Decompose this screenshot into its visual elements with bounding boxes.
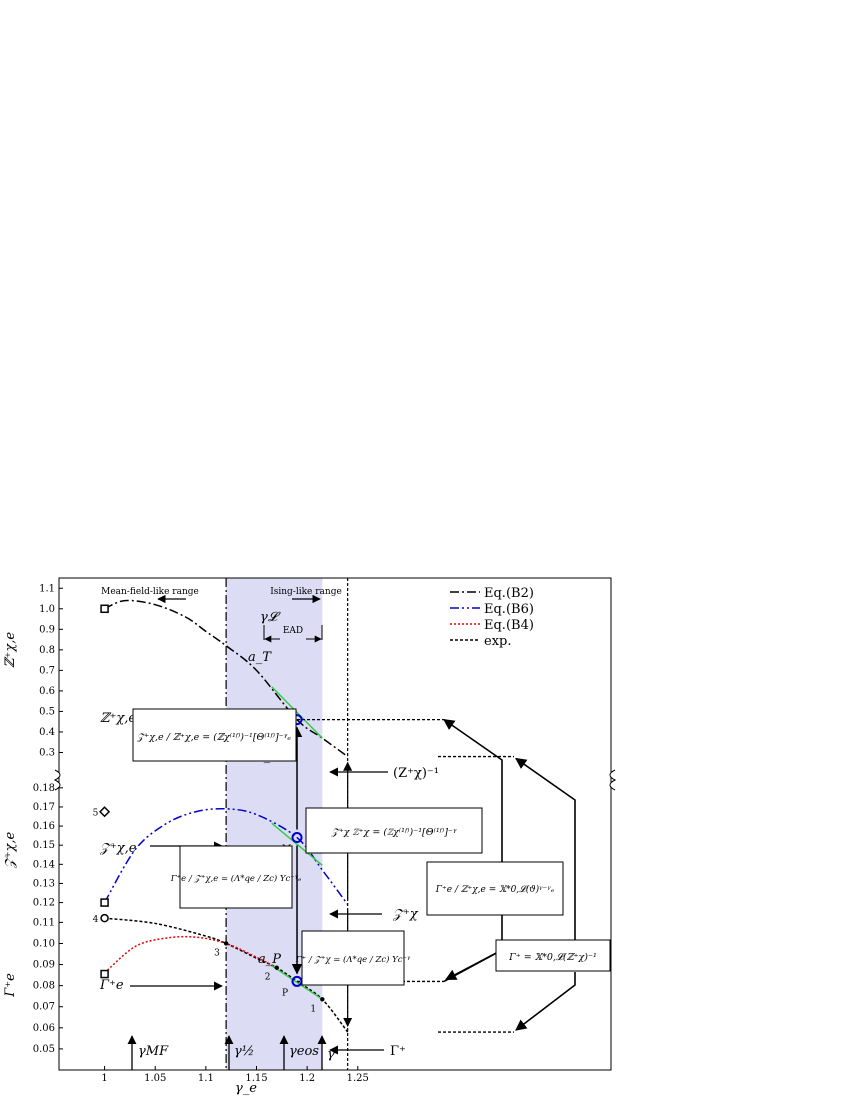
ytick-label-mid-0.12: 0.12 [33,898,55,909]
y-axis-label-top: ℤ⁺χ,e [3,632,18,668]
series-bot-3 [104,935,278,974]
legend-label-2: Eq.(B4) [484,618,534,633]
ratio-arrow-Gamma [515,972,576,1031]
marker-bot-square-3 [100,969,109,979]
ytick-label-top-0.4: 0.4 [39,727,55,738]
label-gamma: γ [327,1047,335,1062]
marker-bot-dot-10-label: 1 [310,1004,316,1014]
marker-bot-dot-10 [320,997,325,1002]
x-axis-label: γ_e [235,1081,257,1096]
label-Zinv: (Z⁺χ)⁻¹ [393,766,439,781]
ytick-label-mid-0.15: 0.15 [33,840,55,851]
svg-text:Γ⁺ = 𝕏*0,𝓛(ℤ⁺χ)⁻¹: Γ⁺ = 𝕏*0,𝓛(ℤ⁺χ)⁻¹ [508,952,597,963]
label-gamma-eos: γeos [289,1044,319,1059]
tangent-label-aP: a_P [258,952,281,967]
equation-box-2: 𝒵⁺χ ℤ⁺χ = (ℤχ⁽¹ᶠ⁾)⁻¹[Θ⁽¹ᶠ⁾]⁻ᵞ [305,807,483,854]
y-axis-label-mid: 𝒵⁺χ,e [3,831,18,869]
label-Zchi: 𝒵⁺χ [392,907,419,922]
ytick-label-top-0.9: 0.9 [39,624,55,635]
ytick-label-bot-0.05: 0.05 [33,1044,55,1055]
tangent-bot [271,965,323,1000]
y-axis-label-bot: Γ⁺e [3,973,18,998]
mean-field-range-label: Mean-field-like range [101,587,199,597]
tangent-label-aT: a_T [248,650,272,665]
ytick-label-mid-0.18: 0.18 [33,783,55,794]
svg-text:Γ⁺ / 𝒵⁺χ = (Λ*qe / Zc) Υc⁻ᵞ: Γ⁺ / 𝒵⁺χ = (Λ*qe / Zc) Υc⁻ᵞ [295,954,411,965]
equation-box-1: 𝒵⁺χ,e / ℤ⁺χ,e = (ℤχ⁽¹ᶠ⁾)⁻¹[Θ⁽¹ᶠ⁾]⁻ᵞₑ [132,708,297,762]
ytick-label-bot-0.09: 0.09 [33,960,55,971]
legend-label-1: Eq.(B6) [484,602,534,617]
ratio-arrow-Zinv [515,757,576,940]
xtick-label-1.15: 1.15 [245,1073,267,1084]
ytick-label-mid-0.16: 0.16 [33,821,55,832]
marker-mid-diamond-2-label: 5 [93,809,99,819]
marker-bot-circle-4-label: 4 [93,915,99,925]
label-gamma-half: γ½ [234,1044,254,1059]
ead-label: EAD [283,626,303,636]
marker-mid-bluecircle-6 [291,832,303,844]
ytick-label-mid-0.13: 0.13 [33,878,55,889]
legend-label-3: exp. [484,634,511,649]
ratio-arrow-P [445,949,503,981]
label-Z-top: ℤ⁺χ,e [100,711,136,726]
svg-text:𝒵⁺χ ℤ⁺χ = (ℤχ⁽¹ᶠ⁾)⁻¹[Θ⁽¹ᶠ⁾]⁻ᵞ: 𝒵⁺χ ℤ⁺χ = (ℤχ⁽¹ᶠ⁾)⁻¹[Θ⁽¹ᶠ⁾]⁻ᵞ [331,827,457,838]
marker-mid-diamond-2 [99,806,111,818]
marker-bot-dot-9 [274,965,279,970]
xtick-label-1.05: 1.05 [144,1073,166,1084]
tangent-top [271,686,323,739]
ytick-label-top-1: 1.0 [39,604,55,615]
marker-bot-bluecircle-7-label: P [282,988,288,998]
xtick-label-1.1: 1.1 [198,1073,214,1084]
ising-range-label: Ising-like range [270,587,342,597]
ytick-label-bot-0.07: 0.07 [33,1002,55,1013]
equation-box-3: Γ⁺e / 𝒵⁺χ,e = (Λ*qe / Zc) Υc⁻ᵞₑ [170,845,302,909]
marker-bot-dot-8-label: 3 [214,948,220,958]
xtick-label-1.25: 1.25 [347,1073,369,1084]
axis-break-left [53,769,61,791]
equation-box-4: Γ⁺ / 𝒵⁺χ = (Λ*qe / Zc) Υc⁻ᵞ [295,930,411,986]
axis-break-right [609,769,617,791]
svg-text:Γ⁺e / ℤ⁺χ,e = 𝕏*0,𝓛(ϑ)ᵞ⁻ᵞₑ: Γ⁺e / ℤ⁺χ,e = 𝕏*0,𝓛(ϑ)ᵞ⁻ᵞₑ [435,884,555,895]
marker-bot-dot-9-label: 2 [265,973,271,983]
svg-text:Γ⁺e / 𝒵⁺χ,e = (Λ*qe / Zc) Υc⁻: Γ⁺e / 𝒵⁺χ,e = (Λ*qe / Zc) Υc⁻ᵞₑ [170,873,302,884]
gamma-L-label: γ𝓛 [260,610,281,625]
ytick-label-mid-0.14: 0.14 [33,859,55,870]
ytick-label-bot-0.1: 0.10 [33,938,55,949]
ytick-label-bot-0.06: 0.06 [33,1023,55,1034]
label-Gamma: Γ⁺ [390,1044,406,1059]
ytick-label-top-0.6: 0.6 [39,686,55,697]
ytick-label-top-0.3: 0.3 [39,747,55,758]
series-top-0 [104,599,349,758]
ytick-label-mid-0.17: 0.17 [33,802,55,813]
tangent-mid [271,822,323,866]
ytick-label-bot-0.08: 0.08 [33,981,55,992]
legend: Eq.(B2)Eq.(B6)Eq.(B4)exp. [450,586,534,649]
series-bot-2 [104,917,349,1033]
ytick-label-top-0.8: 0.8 [39,645,55,656]
ytick-label-top-0.7: 0.7 [39,665,55,676]
marker-bot-dot-8 [223,941,229,946]
marker-mid-square-1 [100,898,109,907]
label-G-bot: Γ⁺e [99,978,124,993]
label-Z-mid: 𝒵⁺χ,e [99,841,137,856]
ytick-label-bot-0.11: 0.11 [33,917,55,928]
xtick-label-1.2: 1.2 [299,1073,315,1084]
xtick-label-1: 1 [101,1073,107,1084]
plot-frame [58,577,612,1071]
marker-top-square-0 [100,604,109,614]
legend-label-0: Eq.(B2) [484,586,534,601]
equation-box-6: Γ⁺ = 𝕏*0,𝓛(ℤ⁺χ)⁻¹ [495,939,611,972]
ytick-label-top-1.1: 1.1 [39,583,55,594]
equation-box-5: Γ⁺e / ℤ⁺χ,e = 𝕏*0,𝓛(ϑ)ᵞ⁻ᵞₑ [426,861,564,916]
label-gamma-mf: γMF [138,1044,169,1059]
marker-bot-circle-4 [100,913,109,923]
ytick-label-top-0.5: 0.5 [39,706,55,717]
svg-text:𝒵⁺χ,e / ℤ⁺χ,e = (ℤχ⁽¹ᶠ⁾)⁻¹[Θ⁽: 𝒵⁺χ,e / ℤ⁺χ,e = (ℤχ⁽¹ᶠ⁾)⁻¹[Θ⁽¹ᶠ⁾]⁻ᵞₑ [136,732,291,743]
